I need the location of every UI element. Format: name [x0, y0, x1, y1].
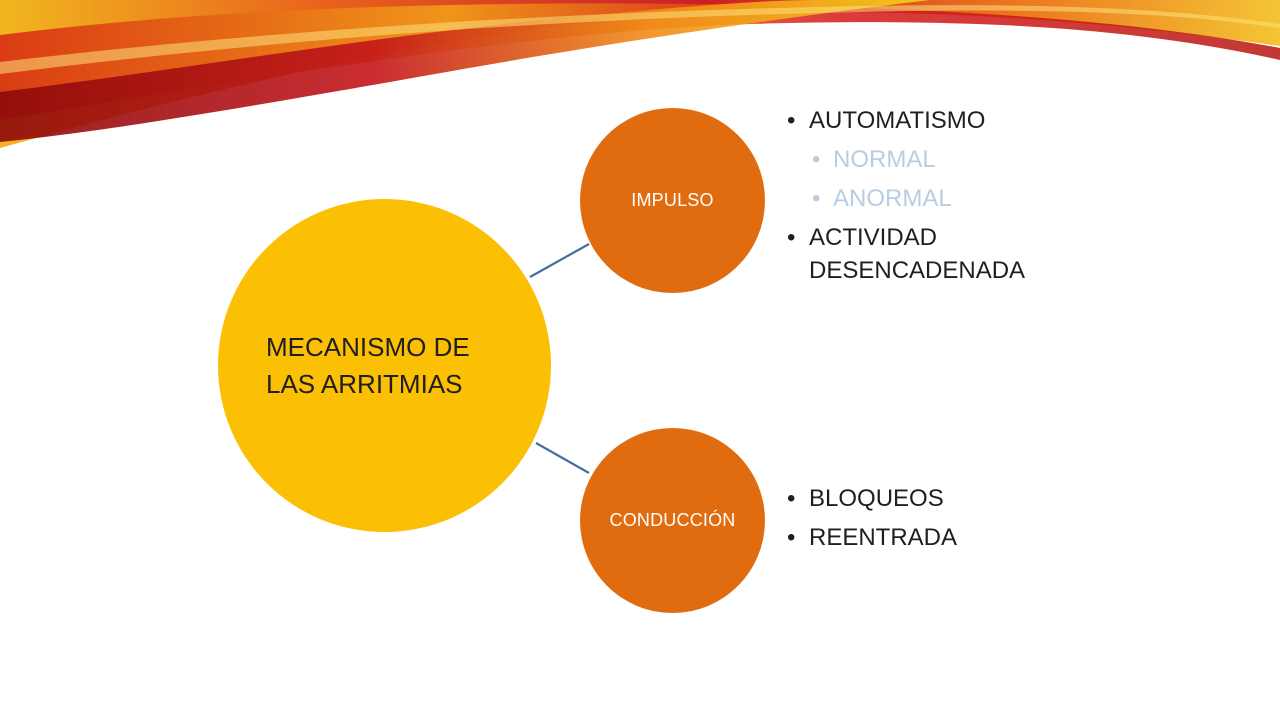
- bullet-automatismo: AUTOMATISMO: [786, 104, 1049, 137]
- conduction-bullet-list: BLOQUEOS REENTRADA: [786, 482, 957, 560]
- bullet-text: ANORMAL: [833, 185, 952, 212]
- decorative-ribbon-banner: [0, 0, 1280, 148]
- bullet-reentrada: REENTRADA: [786, 521, 957, 554]
- conduction-circle: CONDUCCIÓN: [580, 428, 765, 613]
- bullet-text: ACTIVIDAD DESENCADENADA: [809, 224, 1026, 284]
- bullet-bloqueos: BLOQUEOS: [786, 482, 957, 515]
- bullet-text: NORMAL: [833, 146, 936, 173]
- impulse-circle: IMPULSO: [580, 108, 765, 293]
- main-concept-label: MECANISMO DE LAS ARRITMIAS: [266, 331, 470, 399]
- impulse-bullet-list: AUTOMATISMO NORMAL ANORMAL ACTIVIDAD DES…: [786, 104, 1049, 293]
- ribbon-highlight: [0, 5, 1280, 75]
- impulse-label: IMPULSO: [631, 190, 714, 210]
- ribbon-layer-3: [0, 0, 930, 142]
- bullet-text: REENTRADA: [809, 524, 958, 551]
- connector-main-to-conduction: [535, 442, 590, 474]
- main-concept-circle: MECANISMO DE LAS ARRITMIAS: [218, 199, 551, 532]
- connector-main-to-impulse: [529, 243, 590, 278]
- bullet-text: AUTOMATISMO: [809, 107, 986, 134]
- conduction-label: CONDUCCIÓN: [609, 510, 736, 530]
- bullet-text: BLOQUEOS: [809, 485, 944, 512]
- bullet-actividad-desencadenada: ACTIVIDAD DESENCADENADA: [786, 221, 1049, 287]
- sub-bullet-anormal: ANORMAL: [810, 182, 1049, 215]
- sub-bullet-normal: NORMAL: [810, 143, 1049, 176]
